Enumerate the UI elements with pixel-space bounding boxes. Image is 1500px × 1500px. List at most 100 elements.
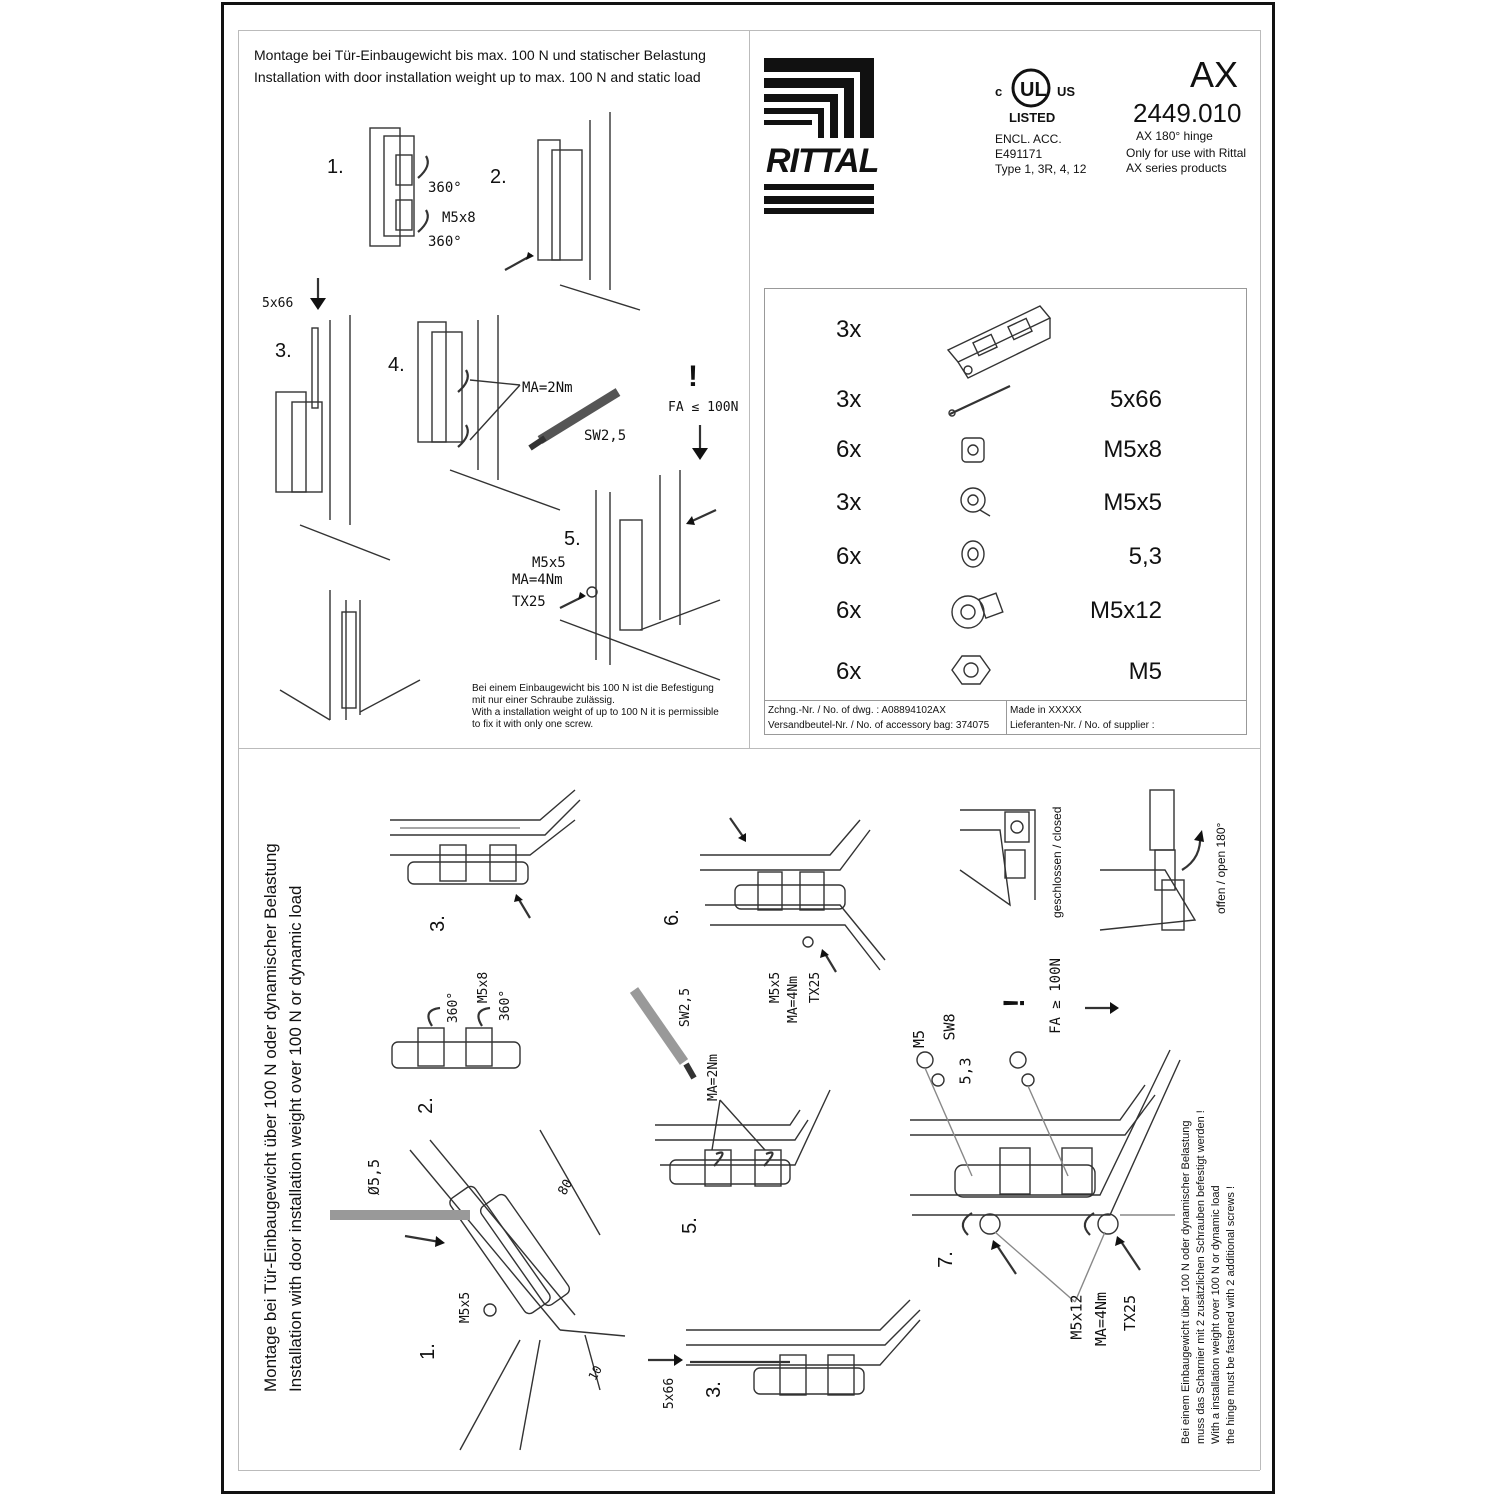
static-step-5: 5. (564, 528, 581, 550)
left-section-border (238, 30, 239, 1470)
static-note-de-1: Bei einem Einbaugewicht bis 100 N ist di… (472, 683, 714, 694)
dyn-step-3a: 3. (426, 915, 449, 932)
part-qty: 6x (836, 436, 862, 463)
part-qty: 3x (836, 386, 862, 413)
dyn-step-3b: 3. (702, 1381, 725, 1398)
instruction-sheet (221, 2, 1275, 1494)
dyn-exclaim: ! (998, 998, 1031, 1008)
dyn-pin: 5x66 (662, 1377, 678, 1410)
part-qty: 6x (836, 543, 862, 570)
encl-line1: ENCL. ACC. (995, 132, 1062, 146)
static-title-de: Montage bei Tür-Einbaugewicht bis max. 1… (254, 47, 706, 63)
svg-text:UL: UL (1020, 79, 1047, 101)
encl-line3: Type 1, 3R, 4, 12 (995, 162, 1087, 176)
part-name: 5,3 (1128, 543, 1162, 570)
dyn-drill: Ø5,5 (365, 1158, 384, 1196)
dyn-s6-tx25: TX25 (808, 971, 824, 1004)
part-name: M5 (1128, 658, 1162, 685)
cap-screw-icon (951, 592, 1004, 629)
hinge-icon (946, 305, 1052, 379)
parts-footer-divider (764, 700, 1247, 701)
static-steps-drawing (275, 112, 721, 721)
dyn-s7-tx25: TX25 (1121, 1294, 1140, 1332)
dyn-sw25: SW2,5 (678, 987, 694, 1028)
parts-list-box (764, 288, 1247, 735)
static-force: FA ≤ 100N (668, 400, 739, 415)
encl-line2: E491171 (995, 147, 1043, 161)
static-rot-1: 360° (428, 180, 462, 196)
part-name: M5x5 (1103, 489, 1162, 516)
static-step-1: 1. (327, 156, 344, 178)
part-name: M5x8 (1103, 436, 1162, 463)
part-qty: 6x (836, 658, 862, 685)
parts-icons (946, 305, 1052, 685)
ul-c: c (995, 84, 1003, 99)
dyn-m5x5: M5x5 (458, 1291, 474, 1324)
dyn-washer: 5,3 (956, 1057, 975, 1085)
part-name: 5x66 (1109, 386, 1162, 413)
dyn-s6-ma4: MA=4Nm (785, 976, 801, 1023)
dyn-note-de-2: muss das Scharnier mit 2 zusätzlichen Sc… (1195, 1110, 1207, 1444)
static-m5x5: M5x5 (532, 555, 566, 571)
static-note-en-2: to fix it with only one screw. (472, 719, 594, 730)
static-rot-2: 360° (428, 234, 462, 250)
rittal-brand: RITTAL (766, 142, 879, 180)
dyn-note-de-1: Bei einem Einbaugewicht über 100 N oder … (1180, 1120, 1192, 1444)
dyn-step-2: 2. (414, 1097, 437, 1114)
part-qty: 6x (836, 597, 862, 624)
static-screw-m5x8: M5x8 (442, 210, 476, 226)
nut-icon (951, 655, 991, 685)
part-qty: 3x (836, 316, 862, 343)
footer-made: Made in XXXXX (1010, 705, 1082, 716)
static-pin-5x66: 5x66 (262, 296, 294, 311)
dyn-step-6: 6. (660, 909, 683, 926)
dyn-m5x8: M5x8 (476, 971, 492, 1004)
bottom-section-border (238, 1470, 1260, 1471)
grub-screw-icon (961, 437, 985, 463)
dyn-force: FA ≥ 100N (1047, 958, 1064, 1034)
parts-footer-col-divider (1006, 700, 1007, 735)
part-number: 2449.010 (1133, 98, 1242, 128)
dyn-open: offen / open 180° (1214, 822, 1228, 914)
right-section-border (1260, 30, 1261, 1470)
pin-icon (948, 385, 1011, 417)
dyn-rot-2: 360° (498, 989, 514, 1022)
static-title-en: Installation with door installation weig… (254, 69, 701, 85)
part-desc-1: AX 180° hinge (1136, 129, 1213, 143)
part-desc-2: Only for use with Rittal (1126, 146, 1247, 160)
dyn-note-en-2: the hinge must be fastened with 2 additi… (1225, 1185, 1237, 1444)
dyn-sw8: SW8 (940, 1013, 959, 1041)
vertical-divider (749, 30, 750, 748)
dyn-s7-m5x12: M5x12 (1067, 1294, 1086, 1340)
static-note-en-1: With a installation weight of up to 100 … (472, 707, 719, 718)
dyn-step-7: 7. (934, 1251, 957, 1268)
model-name: AX (1190, 54, 1239, 95)
part-desc-3: AX series products (1126, 161, 1227, 175)
part-qty: 3x (836, 489, 862, 516)
ul-mark: UL c US LISTED (995, 66, 1085, 126)
dyn-note-en-1: With a installation weight over 100 N or… (1210, 1185, 1222, 1444)
ul-us: US (1057, 84, 1076, 99)
footer-dwg: Zchng.-Nr. / No. of dwg. : A08894102AX (768, 705, 946, 716)
mid-divider (238, 748, 1260, 749)
flat-screw-icon (960, 487, 991, 517)
static-ma4: MA=4Nm (512, 572, 563, 588)
dyn-closed: geschlossen / closed (1050, 806, 1064, 918)
dyn-m5: M5 (910, 1029, 929, 1049)
dyn-s7-ma4: MA=4Nm (1092, 1291, 1111, 1347)
dyn-ma2: MA=2Nm (705, 1054, 721, 1101)
static-step-4: 4. (388, 354, 405, 376)
static-step-2: 2. (490, 166, 507, 188)
dyn-step-1: 1. (416, 1343, 439, 1360)
part-name: M5x12 (1089, 597, 1162, 624)
static-wrench-sw25: SW2,5 (584, 428, 627, 444)
dyn-step-5: 5. (678, 1217, 701, 1234)
static-tx25: TX25 (512, 594, 546, 610)
dyn-rot-1: 360° (446, 991, 462, 1024)
static-exclaim: ! (688, 360, 698, 393)
ul-circle-icon: UL (1011, 68, 1051, 108)
static-note-de-2: mit nur einer Schraube zulässig. (472, 695, 615, 706)
static-torque-ma2: MA=2Nm (522, 380, 573, 396)
dyn-s6-m5x5: M5x5 (768, 971, 784, 1004)
